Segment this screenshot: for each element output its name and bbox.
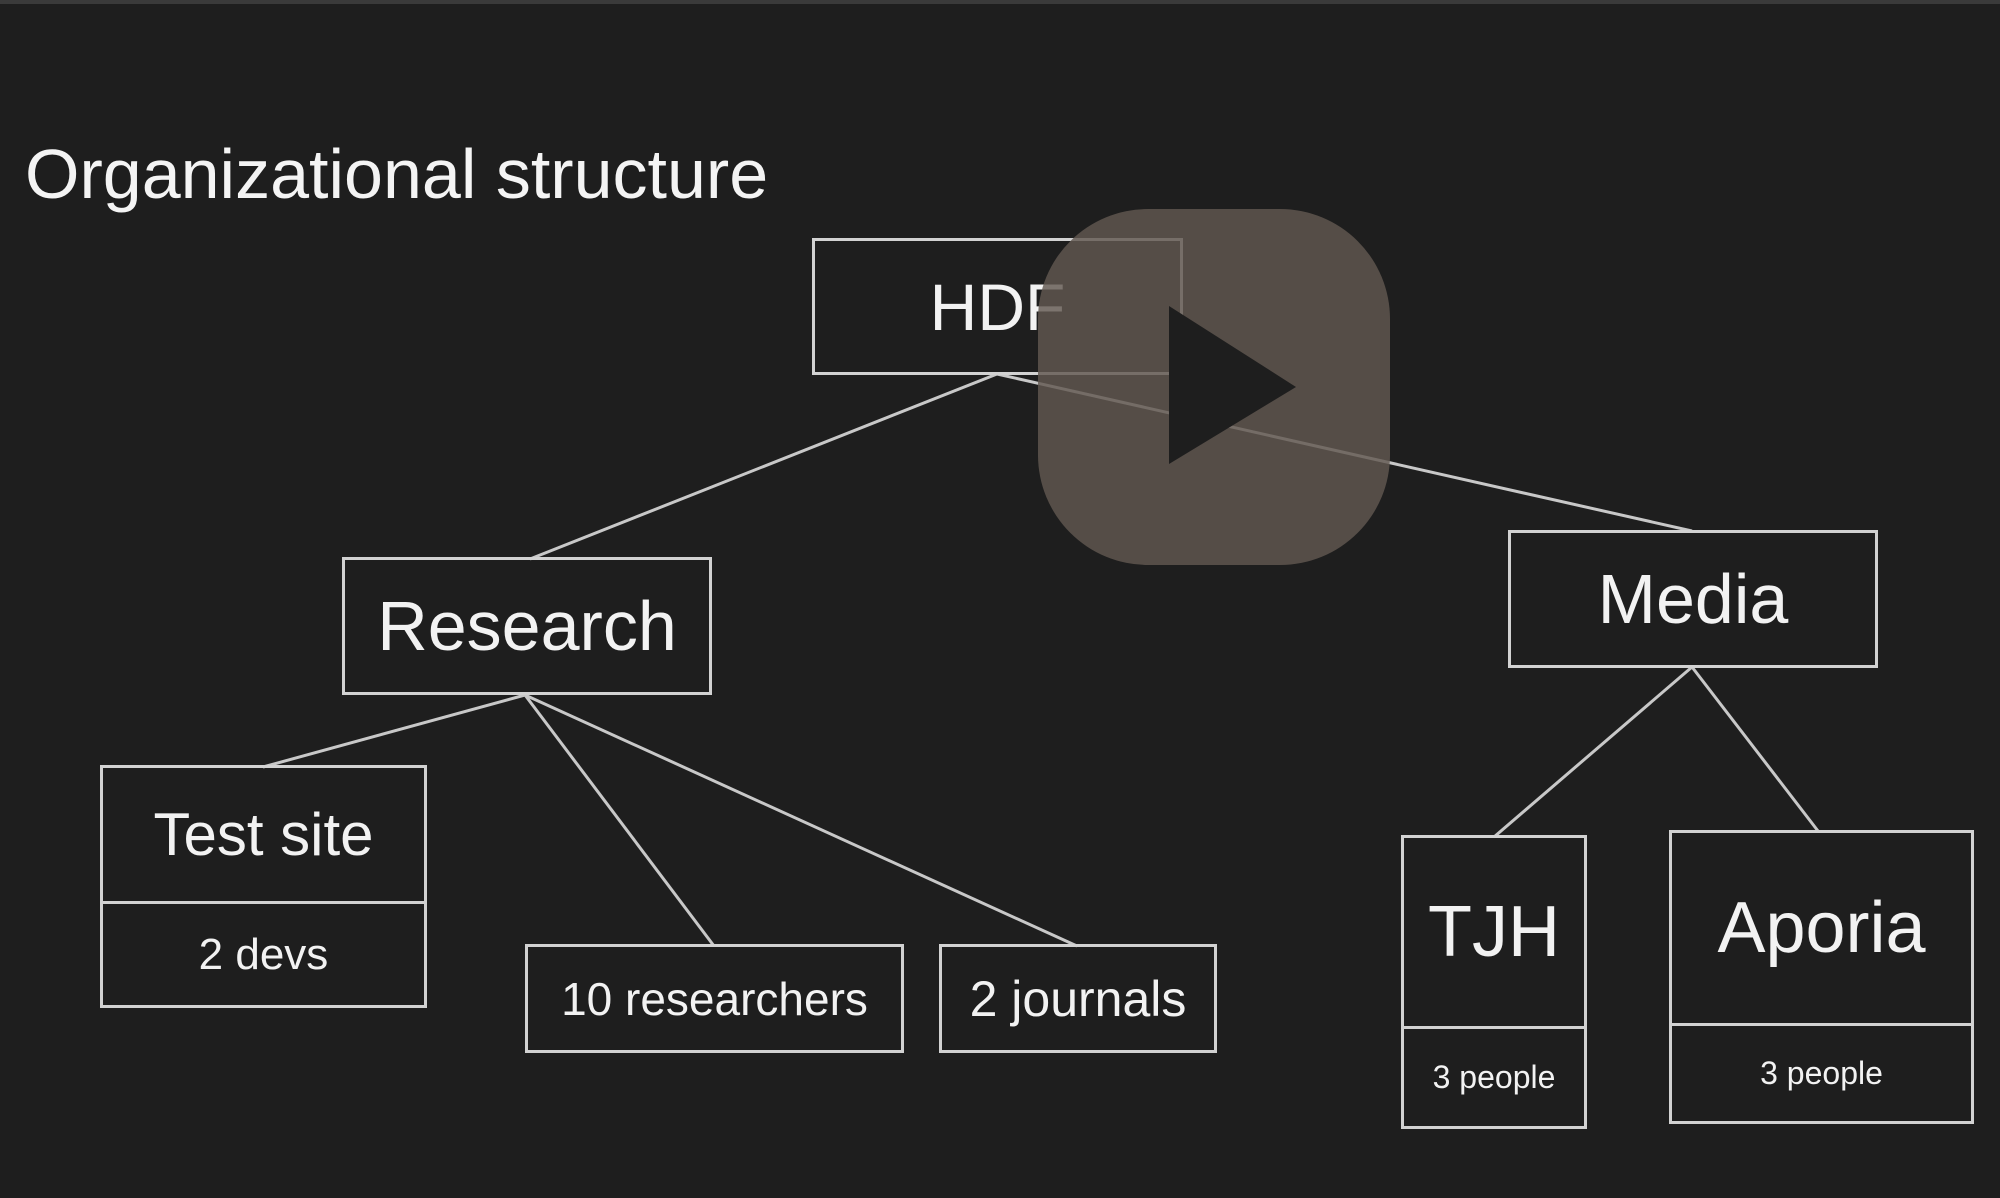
node-tjh-label: TJH (1428, 892, 1560, 972)
node-aporia: Aporia 3 people (1669, 830, 1974, 1124)
node-aporia-label: Aporia (1717, 888, 1926, 968)
node-test-site: Test site 2 devs (100, 765, 427, 1008)
link-research-journals (524, 693, 1078, 948)
node-tjh: TJH 3 people (1401, 835, 1587, 1129)
node-researchers-label: 10 researchers (561, 972, 868, 1025)
node-research-label: Research (377, 587, 677, 665)
link-research-testsite (262, 693, 526, 769)
node-research: Research (342, 557, 712, 695)
node-media: Media (1508, 530, 1878, 668)
top-bar (0, 0, 2000, 4)
link-research-researchers (523, 694, 716, 947)
node-journals-label: 2 journals (969, 970, 1187, 1027)
node-media-label: Media (1597, 560, 1789, 638)
play-icon (1169, 306, 1296, 464)
node-journals: 2 journals (939, 944, 1217, 1053)
node-test-site-label: Test site (153, 801, 374, 868)
node-test-site-detail: 2 devs (103, 901, 424, 1005)
play-button[interactable] (1038, 209, 1390, 565)
node-aporia-detail: 3 people (1672, 1023, 1971, 1121)
node-researchers: 10 researchers (525, 944, 904, 1053)
node-tjh-detail: 3 people (1404, 1026, 1584, 1126)
link-media-aporia (1690, 666, 1820, 832)
link-hdf-research (529, 372, 998, 561)
slide-title: Organizational structure (25, 135, 769, 213)
link-media-tjh (1493, 665, 1693, 839)
